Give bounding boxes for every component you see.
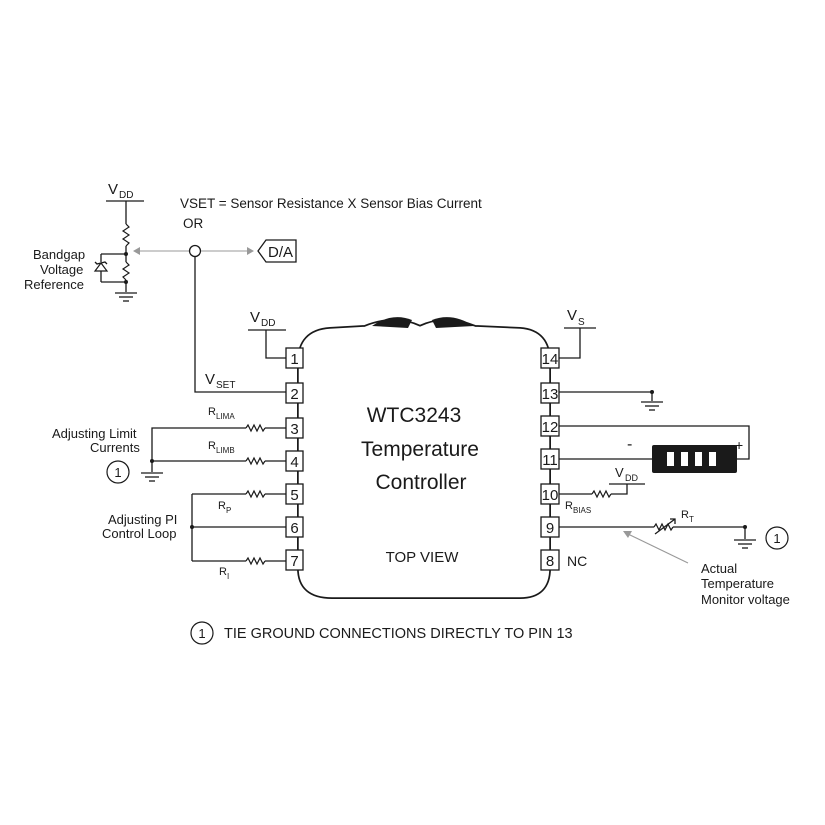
pins-right <box>540 347 560 571</box>
r-lima-label: R <box>208 406 216 418</box>
r-t-label: R <box>681 509 689 521</box>
footnote-marker <box>190 621 214 645</box>
footnote: 1 TIE GROUND CONNECTIONS DIRECTLY TO PIN… <box>190 621 573 645</box>
r-i-label: R <box>219 566 227 578</box>
chip-subtitle-2: Controller <box>375 471 466 494</box>
pin-label: 6 <box>290 520 298 537</box>
r-bias-label: R <box>565 500 573 512</box>
tec-minus-label: - <box>627 436 632 453</box>
bandgap-label-3: Reference <box>24 277 84 292</box>
r-t-sub: T <box>689 515 694 524</box>
tec-element-icon <box>652 445 737 473</box>
pin-label: 1 <box>290 351 298 368</box>
da-converter-icon <box>257 239 297 263</box>
pin-label: 5 <box>290 487 298 504</box>
vset-formula: VSET = Sensor Resistance X Sensor Bias C… <box>180 196 482 211</box>
vset-terminal-icon <box>188 244 202 258</box>
r-p-label: R <box>218 500 226 512</box>
pin-label: 8 <box>546 553 554 570</box>
pin10-bias: V DD R BIAS <box>559 465 645 515</box>
pin-label: 10 <box>542 487 559 504</box>
r-bias-resistor <box>591 489 612 499</box>
r-p-sub: P <box>226 506 231 515</box>
vdd-chip-label: V <box>250 309 260 326</box>
r-i-sub: I <box>227 572 229 581</box>
pin-label: 12 <box>542 419 559 436</box>
pin-label: 2 <box>290 386 298 403</box>
footnote-marker-text: 1 <box>198 626 205 641</box>
pin-label: 4 <box>290 454 298 471</box>
chip-title: WTC3243 <box>367 404 462 427</box>
da-label: D/A <box>268 244 293 261</box>
r-lima-resistor <box>245 423 266 433</box>
r-limb-resistor <box>245 456 266 466</box>
vset-sub: SET <box>216 380 235 391</box>
bandgap-label-2: Voltage <box>40 262 83 277</box>
nc-label: NC <box>567 553 587 569</box>
r-i-resistor <box>245 556 266 566</box>
pin-label: 13 <box>542 386 559 403</box>
ground-note-marker-left <box>106 460 130 484</box>
chip-body: WTC3243 Temperature Controller TOP VIEW <box>297 317 551 599</box>
pin-8-box <box>540 549 560 571</box>
pin-numbers-right: 14 13 12 11 10 9 8 <box>542 351 559 570</box>
or-label: OR <box>183 216 204 231</box>
pi-control-network: R P R I Adjusting PI Control Loop <box>102 489 286 581</box>
pin-2-box <box>285 382 304 404</box>
pin-7-box <box>285 549 304 571</box>
top-view-label: TOP VIEW <box>386 549 460 566</box>
pin-label: 11 <box>542 452 558 469</box>
pin1-vdd: V DD <box>248 309 286 359</box>
ground-marker-left-text: 1 <box>114 465 121 480</box>
r-limb-label: R <box>208 440 216 452</box>
chip-subtitle-1: Temperature <box>361 438 479 461</box>
pin13-ground <box>559 390 663 411</box>
pot-resistor <box>121 261 131 281</box>
vdd-main-sub: DD <box>119 190 133 201</box>
pin-label: 7 <box>290 553 298 570</box>
vdd-bias-sub: DD <box>625 473 638 483</box>
pin-label: 9 <box>546 520 554 537</box>
vset-wire <box>194 257 286 393</box>
vset-source: VSET = Sensor Resistance X Sensor Bias C… <box>180 196 482 393</box>
adj-pi-label-1: Adjusting PI <box>108 512 177 527</box>
bandgap-label-1: Bandgap <box>33 247 85 262</box>
adj-limit-label-2: Currents <box>90 440 140 455</box>
monitor-label-3: Monitor voltage <box>701 592 790 607</box>
upper-resistor <box>121 223 131 247</box>
limit-current-network: R LIMA R LIMB 1 Adjusting Limit Currents <box>52 406 286 484</box>
vset-label: V <box>205 371 215 388</box>
vs-label: V <box>567 307 577 324</box>
vdd-main-label: V <box>108 181 118 198</box>
monitor-label-2: Temperature <box>701 576 774 591</box>
pin14-vs: V S <box>559 307 596 359</box>
pin-13-box <box>540 382 560 404</box>
tec-plus-label: + <box>735 437 743 453</box>
tec-module: - + <box>559 425 750 473</box>
r-lima-sub: LIMA <box>216 412 235 421</box>
r-bias-sub: BIAS <box>573 506 591 515</box>
r-p-resistor <box>245 489 266 499</box>
pin-numbers-left: 1 2 3 4 5 6 7 <box>290 351 298 570</box>
pin9-thermistor: 1 R T Actual Temperature Monitor voltage <box>559 509 790 607</box>
adj-pi-label-2: Control Loop <box>102 526 176 541</box>
ground-marker-right-text: 1 <box>773 531 780 546</box>
pin-label: 3 <box>290 421 298 438</box>
pin-label: 14 <box>542 351 559 368</box>
ground-note-marker-right <box>765 526 789 550</box>
footnote-text: TIE GROUND CONNECTIONS DIRECTLY TO PIN 1… <box>224 626 573 642</box>
adj-limit-label-1: Adjusting Limit <box>52 426 137 441</box>
r-limb-sub: LIMB <box>216 446 235 455</box>
vs-sub: S <box>578 317 585 328</box>
bandgap-reference: V DD Bandgap Voltage Reference <box>24 181 190 302</box>
vdd-bias-label: V <box>615 465 624 480</box>
monitor-label-1: Actual <box>701 561 737 576</box>
vdd-chip-sub: DD <box>261 318 275 329</box>
